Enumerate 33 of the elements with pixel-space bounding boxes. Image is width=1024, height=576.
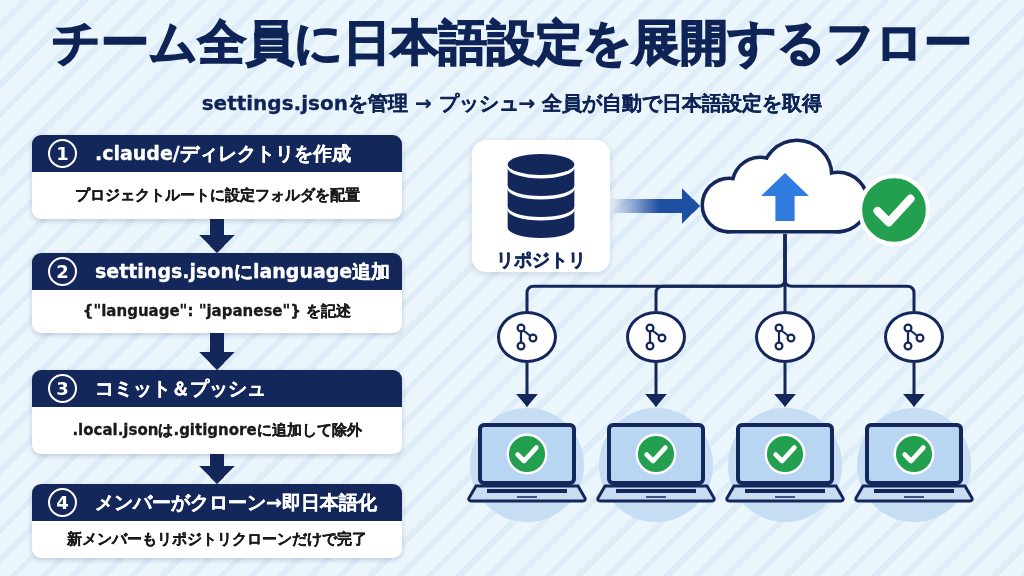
step-title: .claude/ディレクトリを作成: [95, 140, 351, 166]
step-card: [32, 370, 402, 454]
branch-circle: [626, 311, 686, 363]
step-description: {"language": "japanese"} を記述: [82, 302, 352, 321]
step-title: メンバーがクローン→即日本語化: [95, 489, 377, 515]
step-number: 2: [48, 257, 77, 286]
branch-circle: [497, 311, 557, 363]
step-card: [32, 253, 402, 333]
step-description: プロジェクトルートに設定フォルダを配置: [74, 186, 360, 205]
step-title: settings.jsonにlanguage追加: [95, 258, 391, 284]
arrow: [516, 363, 538, 407]
step-description: 新メンバーもリポジトリクローンだけで完了: [67, 530, 367, 549]
connector-line: [783, 234, 916, 311]
step-number: 1: [48, 139, 77, 168]
step-number: 4: [48, 488, 77, 517]
step-description: .local.jsonは.gitignoreに追加して除外: [72, 421, 362, 440]
arrow: [610, 188, 700, 224]
arrow: [774, 363, 796, 407]
branch-circle: [755, 311, 815, 363]
subtitle: settings.jsonを管理 → プッシュ→ 全員が自動で日本語設定を取得: [201, 90, 823, 116]
arrow: [645, 363, 667, 407]
branch-circle: [884, 311, 944, 363]
title: チーム全員に日本語設定を展開するフロー: [52, 13, 972, 72]
repository-label: リポジトリ: [496, 248, 586, 272]
repository-card: [472, 140, 610, 272]
step-title: コミット＆プッシュ: [95, 375, 266, 401]
arrow: [199, 454, 235, 484]
arrow: [199, 219, 235, 253]
step-card: [32, 484, 402, 558]
step-number: 3: [48, 374, 77, 403]
arrow: [199, 333, 235, 370]
arrow: [903, 363, 925, 407]
step-card: [32, 135, 402, 219]
